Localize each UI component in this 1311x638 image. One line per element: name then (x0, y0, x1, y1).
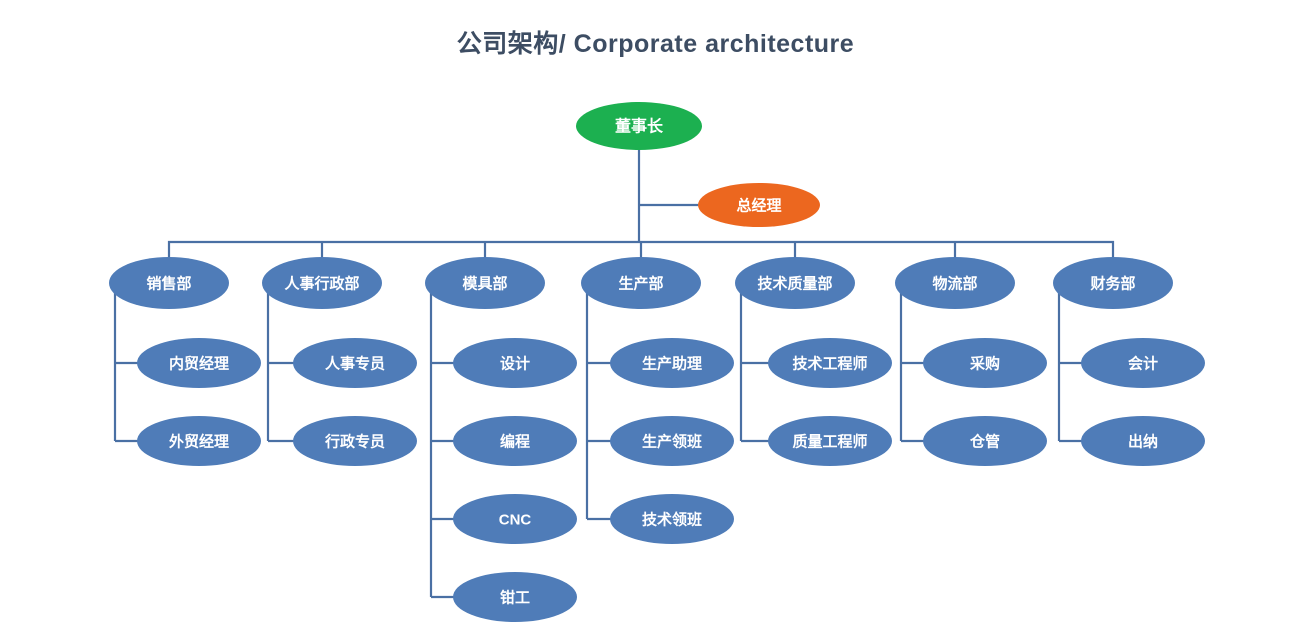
org-node-label: 会计 (1128, 355, 1158, 373)
org-node-admin-specialist: 行政专员 (293, 416, 417, 466)
org-node-label: 出纳 (1128, 433, 1158, 451)
org-node-hr-admin-dept: 人事行政部 (262, 257, 382, 309)
org-node-logistics-dept: 物流部 (895, 257, 1015, 309)
org-node-label: 物流部 (932, 275, 977, 293)
org-node-label: 质量工程师 (792, 433, 867, 451)
org-node-general-manager: 总经理 (698, 183, 820, 227)
org-node-fitter: 钳工 (453, 572, 577, 622)
page-title: 公司架构/ Corporate architecture (456, 30, 855, 58)
org-node-production-dept: 生产部 (581, 257, 701, 309)
org-node-finance-dept: 财务部 (1053, 257, 1173, 309)
org-node-label: 财务部 (1090, 275, 1135, 293)
org-node-chairman: 董事长 (576, 102, 702, 150)
org-node-technical-foreman: 技术领班 (610, 494, 734, 544)
org-node-label: 设计 (500, 355, 530, 373)
org-node-label: 人事专员 (325, 355, 385, 373)
org-node-cashier: 出纳 (1081, 416, 1205, 466)
org-node-production-foreman: 生产领班 (610, 416, 734, 466)
org-node-label: 技术领班 (642, 511, 702, 529)
org-node-domestic-trade-manager: 内贸经理 (137, 338, 261, 388)
org-node-label: 外贸经理 (168, 433, 229, 451)
org-node-label: 人事行政部 (284, 275, 359, 293)
org-node-technical-engineer: 技术工程师 (768, 338, 892, 388)
org-node-label: 内贸经理 (169, 355, 229, 373)
org-node-foreign-trade-manager: 外贸经理 (137, 416, 261, 466)
org-node-label: 钳工 (500, 589, 530, 607)
org-node-accountant: 会计 (1081, 338, 1205, 388)
org-node-label: 总经理 (736, 197, 781, 215)
org-node-production-assistant: 生产助理 (610, 338, 734, 388)
org-node-sales-dept: 销售部 (109, 257, 229, 309)
org-node-label: 技术工程师 (792, 355, 867, 373)
org-node-label: CNC (499, 512, 532, 529)
org-node-label: 生产助理 (642, 355, 702, 373)
org-node-label: 生产部 (618, 275, 663, 293)
org-node-label: 编程 (500, 433, 530, 451)
org-node-tech-quality-dept: 技术质量部 (735, 257, 855, 309)
org-node-design: 设计 (453, 338, 577, 388)
org-node-label: 仓管 (969, 433, 1000, 451)
org-node-label: 生产领班 (642, 433, 702, 451)
org-node-hr-specialist: 人事专员 (293, 338, 417, 388)
org-node-label: 模具部 (462, 275, 507, 293)
org-node-label: 销售部 (146, 275, 191, 293)
org-node-label: 行政专员 (324, 433, 385, 451)
org-node-label: 董事长 (615, 117, 664, 136)
org-node-programming: 编程 (453, 416, 577, 466)
org-node-label: 技术质量部 (757, 275, 832, 293)
org-node-label: 采购 (969, 355, 1000, 373)
org-node-warehouse: 仓管 (923, 416, 1047, 466)
org-node-mold-dept: 模具部 (425, 257, 545, 309)
org-node-cnc: CNC (453, 494, 577, 544)
org-node-quality-engineer: 质量工程师 (768, 416, 892, 466)
org-node-purchasing: 采购 (923, 338, 1047, 388)
